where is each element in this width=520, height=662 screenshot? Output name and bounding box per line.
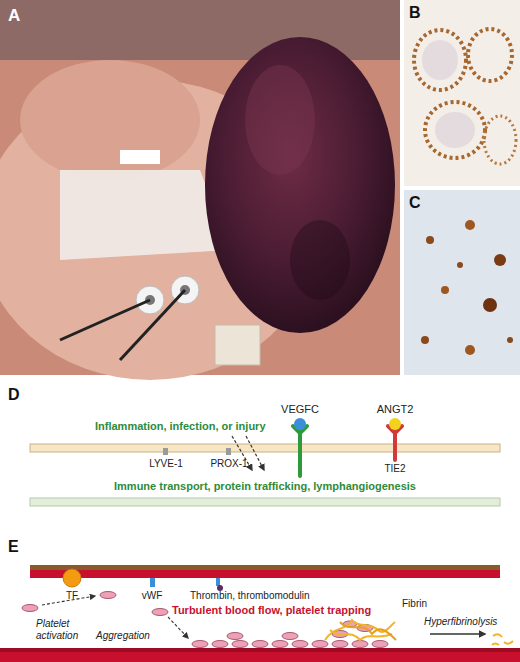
ligand-label: ANGT2 [377, 403, 414, 416]
vessel-diagram [0, 565, 520, 662]
ligand-label: VEGFC [281, 403, 319, 416]
function-label: Immune transport, protein trafficking, l… [114, 480, 416, 493]
panel-letter: D [8, 386, 20, 404]
receptor-label: TIE2 [384, 463, 405, 475]
process-label: Hyperfibrinolysis [424, 616, 497, 628]
process-label: Platelet activation [36, 618, 96, 641]
marker-label: LYVE-1 [149, 458, 183, 470]
factor-label: vWF [142, 590, 163, 602]
fibrin-label: Fibrin [402, 598, 427, 610]
histology-b [404, 0, 520, 186]
panel-letter: A [8, 6, 20, 26]
panel-letter: E [8, 538, 19, 556]
factor-label: Thrombin, thrombomodulin [190, 590, 310, 602]
clinical-photo [0, 0, 400, 380]
trigger-label: Inflammation, infection, or injury [95, 420, 266, 433]
histology-c [404, 190, 520, 375]
panel-letter: B [409, 4, 421, 22]
panel-letter: C [409, 194, 421, 212]
marker-label: PROX-1 [210, 458, 247, 470]
flow-label: Turbulent blood flow, platelet trapping [172, 604, 371, 617]
process-label: Aggregation [96, 630, 150, 642]
factor-label: TF [66, 590, 78, 602]
lymphatic-diagram [30, 418, 500, 506]
